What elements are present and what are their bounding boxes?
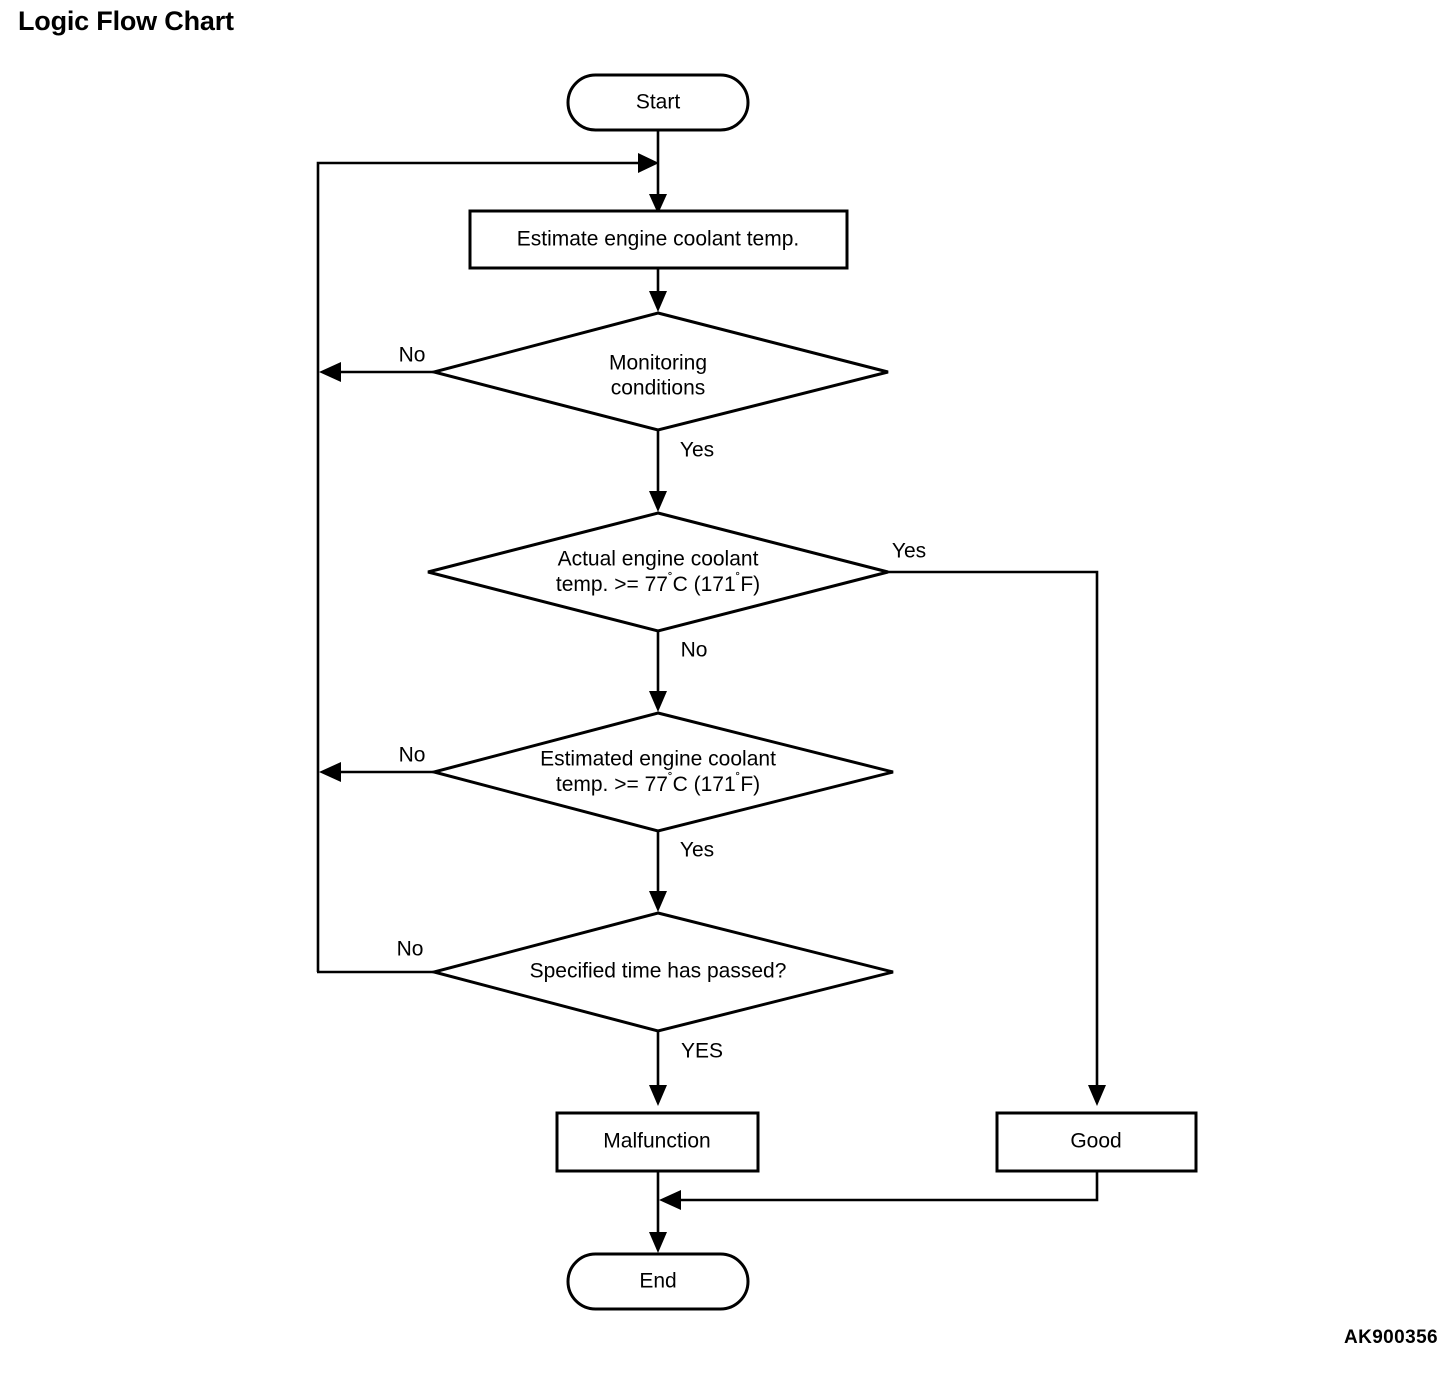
edge-estimate-to-monitoring — [649, 268, 667, 312]
node-actual-coolant-temp[interactable]: Actual engine coolant temp. >= 77˚C (171… — [427, 511, 889, 633]
arrowhead-down-icon — [649, 1232, 667, 1253]
arrowhead-down-icon — [649, 291, 667, 312]
node-actual-coolant-temp-label-line1: Actual engine coolant — [558, 548, 759, 571]
node-end[interactable]: End — [566, 1252, 750, 1311]
arrowhead-left-icon — [319, 762, 341, 782]
node-good-label: Good — [1070, 1130, 1121, 1153]
actual-temp-fahrenheit: F) — [740, 573, 760, 596]
node-malfunction-label: Malfunction — [603, 1130, 710, 1153]
edge-start-to-estimate — [649, 130, 667, 214]
edge-good-to-end — [659, 1171, 1099, 1210]
arrowhead-down-icon — [649, 691, 667, 712]
actual-temp-prefix: temp. >= 77 — [556, 573, 668, 596]
edge-estimated-yes: Yes — [649, 831, 714, 912]
arrowhead-down-icon — [649, 1085, 667, 1106]
edge-label-monitoring-no: No — [399, 344, 426, 367]
edge-label-timepassed-yes: YES — [681, 1040, 723, 1063]
edge-label-monitoring-yes: Yes — [680, 439, 714, 462]
estimated-temp-fahrenheit: F) — [740, 773, 760, 796]
node-start[interactable]: Start — [566, 73, 750, 132]
node-estimated-coolant-temp[interactable]: Estimated engine coolant temp. >= 77˚C (… — [428, 711, 894, 833]
arrowhead-down-icon — [1088, 1085, 1106, 1106]
node-monitoring-conditions[interactable]: Monitoring conditions — [428, 311, 889, 432]
node-malfunction[interactable]: Malfunction — [555, 1111, 760, 1173]
node-actual-coolant-temp-label-line2: temp. >= 77˚C (171˚F) — [556, 570, 760, 596]
edge-label-actual-yes: Yes — [892, 540, 926, 563]
estimated-temp-celsius: C (171 — [673, 773, 736, 796]
actual-temp-celsius: C (171 — [673, 573, 736, 596]
edge-label-estimated-yes: Yes — [680, 839, 714, 862]
arrowhead-left-icon — [659, 1190, 681, 1210]
node-estimate-coolant-temp-label: Estimate engine coolant temp. — [517, 228, 800, 251]
edge-estimated-no: No — [319, 744, 434, 782]
arrowhead-down-icon — [649, 194, 667, 214]
degree-symbol-icon: ˚ — [736, 770, 741, 786]
arrowhead-down-icon — [649, 891, 667, 912]
edge-actual-no: No — [649, 631, 707, 712]
figure-code-label: AK900356 — [1343, 1327, 1438, 1348]
node-monitoring-conditions-label-line2: conditions — [611, 377, 706, 400]
node-specified-time-passed-label: Specified time has passed? — [530, 960, 787, 983]
page-title: Logic Flow Chart — [18, 6, 234, 36]
edge-label-actual-no: No — [681, 639, 708, 662]
node-good[interactable]: Good — [995, 1111, 1198, 1173]
edge-monitoring-no: No — [319, 344, 434, 382]
node-estimated-coolant-temp-label-line2: temp. >= 77˚C (171˚F) — [556, 770, 760, 796]
edge-monitoring-yes: Yes — [649, 430, 714, 512]
node-monitoring-conditions-label-line1: Monitoring — [609, 352, 707, 375]
edge-feedback-rail — [316, 153, 659, 972]
arrowhead-left-icon — [319, 362, 341, 382]
node-estimate-coolant-temp[interactable]: Estimate engine coolant temp. — [468, 209, 849, 270]
estimated-temp-prefix: temp. >= 77 — [556, 773, 668, 796]
node-specified-time-passed[interactable]: Specified time has passed? — [428, 911, 894, 1033]
node-end-label: End — [639, 1270, 676, 1293]
edge-malfunction-to-end — [649, 1171, 667, 1253]
degree-symbol-icon: ˚ — [668, 770, 673, 786]
degree-symbol-icon: ˚ — [668, 570, 673, 586]
edge-label-timepassed-no: No — [397, 938, 424, 961]
arrowhead-down-icon — [649, 491, 667, 512]
edge-timepassed-yes: YES — [649, 1031, 723, 1106]
edge-timepassed-no: No — [317, 938, 434, 974]
edge-label-estimated-no: No — [399, 744, 426, 767]
degree-symbol-icon: ˚ — [736, 570, 741, 586]
node-estimated-coolant-temp-label-line1: Estimated engine coolant — [540, 748, 776, 771]
node-start-label: Start — [636, 91, 681, 114]
edge-actual-yes: Yes — [886, 540, 1106, 1106]
arrowhead-right-icon — [638, 153, 659, 173]
